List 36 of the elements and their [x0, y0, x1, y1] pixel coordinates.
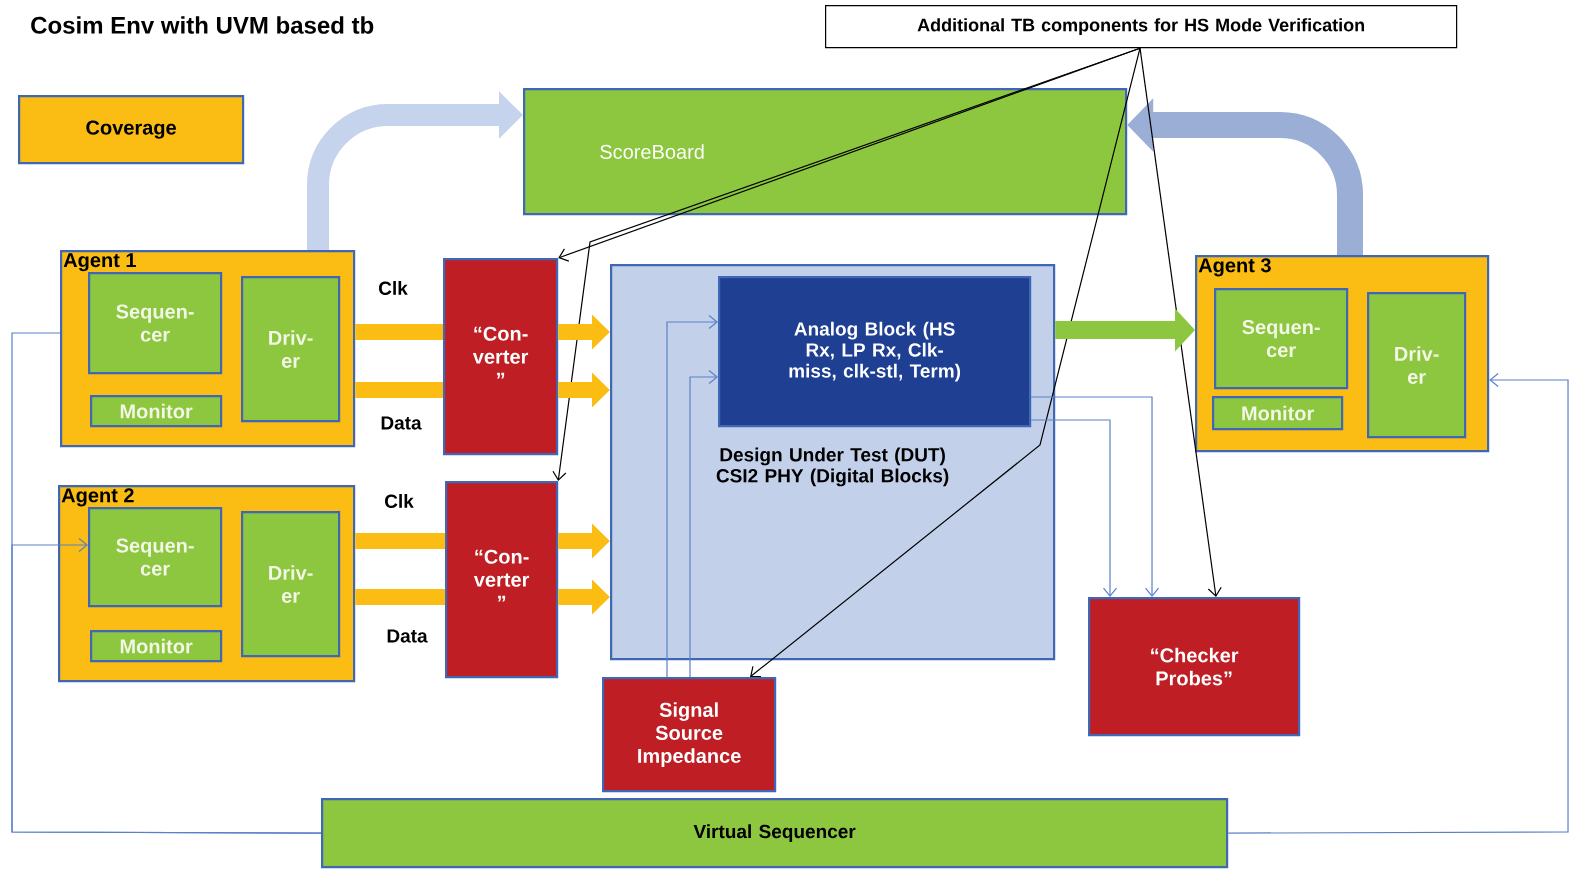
- driver-box: Driv- er: [241, 276, 341, 423]
- virtual-sequencer-box: Virtual Sequencer: [321, 798, 1229, 869]
- connector-arrow: [11, 537, 322, 834]
- monitor-box: Monitor: [90, 630, 223, 663]
- edge-label: Clk: [383, 493, 415, 509]
- connector-arrow: [666, 314, 718, 678]
- connector-arrow: [1030, 419, 1118, 597]
- driver-box: Driv- er: [241, 511, 341, 658]
- edge-label: Data: [379, 415, 423, 431]
- edge-label: Data: [385, 628, 429, 644]
- monitor-box: Monitor: [1212, 396, 1344, 431]
- sequencer-box: Sequen- cer: [88, 272, 223, 375]
- sequencer-box: Sequen- cer: [88, 507, 223, 608]
- note-box: Additional TB components for HS Mode Verification: [825, 5, 1458, 49]
- signal-bar: [355, 382, 443, 398]
- checker-probes-box: “Checker Probes”: [1088, 597, 1301, 737]
- leader-arrow: [552, 47, 1141, 481]
- leader-arrow: [750, 47, 1141, 678]
- connector-arrow: [1227, 372, 1569, 834]
- converter-box: “Con- verter ”: [445, 481, 559, 679]
- converter-box: “Con- verter ”: [443, 258, 559, 456]
- connector-arrow: [1030, 396, 1160, 597]
- signal-bar: [355, 533, 445, 549]
- analog-block-box: Analog Block (HS Rx, LP Rx, Clk-miss, clk-stl, Term): [718, 276, 1032, 428]
- coverage-box: Coverage: [18, 95, 245, 165]
- scoreboard-box: ScoreBoard: [523, 88, 1128, 216]
- monitor-box: Monitor: [90, 395, 223, 428]
- connector-arrow: [689, 369, 718, 678]
- diagram-title: Cosim Env with UVM based tb: [31, 16, 374, 34]
- leader-arrow: [1139, 47, 1222, 597]
- driver-box: Driv- er: [1367, 292, 1467, 439]
- edge-label: Clk: [377, 280, 409, 296]
- signal-bar: [355, 324, 443, 340]
- sequencer-box: Sequen- cer: [1214, 288, 1349, 390]
- signal-source-box: Signal Source Impedance: [602, 677, 777, 793]
- signal-bar: [355, 589, 445, 605]
